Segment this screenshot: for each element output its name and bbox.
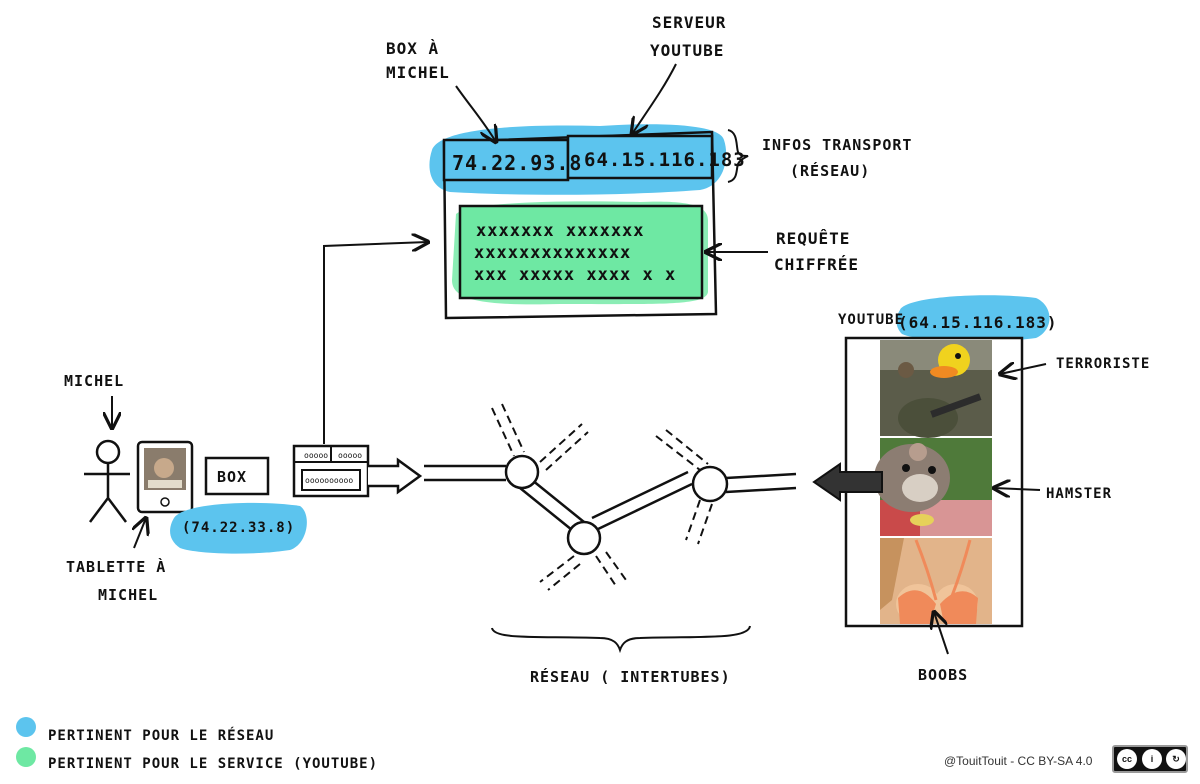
network-tube-right [725, 472, 797, 494]
network-tube-mid [591, 470, 693, 532]
michel-stick-figure [84, 439, 130, 523]
youtube-ip-highlight [896, 295, 1050, 342]
frame-label-terroriste: TERRORISTE [1056, 356, 1150, 372]
dest-ip-cell [566, 134, 714, 180]
box-device-label: BOX [217, 468, 247, 486]
svg-text:oooooooooo: oooooooooo [305, 476, 353, 485]
payload-label-line1: REQUÊTE [776, 229, 850, 248]
server-pointer-arrow [632, 63, 677, 134]
source-ip: 74.22.93.8 [452, 151, 582, 175]
network-label: RÉSEAU ( INTERTUBES) [530, 667, 731, 686]
payload-row-3: xxx xxxxx xxxx x x [474, 265, 676, 285]
outgoing-arrow [368, 457, 423, 495]
network-brace [491, 625, 751, 654]
legend-service-swatch [16, 747, 36, 767]
legend-network-swatch [16, 717, 36, 737]
youtube-title: YOUTUBE [838, 312, 904, 328]
box-label-line1: BOX À [386, 39, 439, 58]
network-tube-center [519, 479, 585, 531]
youtube-server: YOUTUBE (64.15.116.183) [812, 295, 1150, 684]
server-label-line2: YOUTUBE [650, 41, 724, 60]
payload-row-2: xxxxxxxxxxxxxx [474, 243, 631, 263]
youtube-ip: (64.15.116.183) [898, 313, 1058, 332]
box-pointer-arrow [455, 85, 496, 142]
tablet-label-line2: MICHEL [98, 586, 158, 604]
bikini-photo [880, 538, 992, 624]
cc-icon: cc [1117, 749, 1137, 769]
router-node-2 [566, 520, 602, 556]
credit-text: @TouitTouit - CC BY-SA 4.0 [944, 754, 1093, 768]
network-tube-left [424, 464, 506, 482]
box-ip: (74.22.33.8) [182, 520, 295, 536]
by-icon: i [1142, 749, 1162, 769]
legend-service-label: PERTINENT POUR LE SERVICE (YOUTUBE) [48, 756, 378, 772]
sa-icon: ↻ [1166, 749, 1186, 769]
router-node-1 [504, 454, 540, 490]
legend-network-label: PERTINENT POUR LE RÉSEAU [48, 727, 274, 744]
zoom-arrow [323, 242, 428, 444]
michel-label: MICHEL [64, 372, 124, 390]
transport-label-line2: (RÉSEAU) [790, 161, 870, 180]
hamster-arrow [994, 488, 1041, 490]
duck-soldier-photo [880, 340, 992, 438]
server-label-line1: SERVEUR [652, 13, 726, 32]
transport-label-line1: INFOS TRANSPORT [762, 136, 912, 154]
box-label-line2: MICHEL [386, 63, 450, 82]
router-node-3 [691, 465, 729, 503]
transport-brace [727, 129, 749, 183]
payload-row-1: xxxxxxx xxxxxxx [476, 221, 645, 241]
legend: PERTINENT POUR LE RÉSEAU PERTINENT POUR … [16, 717, 378, 772]
packet-diagram: 74.22.93.8 64.15.116.183 xxxxxxx xxxxxxx… [386, 13, 912, 320]
dest-ip: 64.15.116.183 [584, 149, 746, 171]
svg-text:ooooo: ooooo [304, 451, 328, 460]
payload-box [458, 204, 704, 300]
payload-label-line2: CHIFFRÉE [774, 255, 859, 274]
frame-label-boobs: BOOBS [918, 666, 968, 684]
client-side: MICHEL TABLETTE À MICHEL BOX (74.22.33.8… [64, 242, 428, 604]
tablet-arrow [134, 518, 146, 549]
terroriste-arrow [1000, 364, 1047, 374]
network-diagram [424, 403, 797, 654]
tablet-icon [136, 440, 194, 514]
small-packet-icon: ooooo ooooo oooooooooo [292, 444, 370, 498]
box-device [204, 456, 270, 496]
box-ip-highlight [170, 502, 307, 554]
youtube-response-arrow [812, 462, 883, 502]
frame-label-hamster: HAMSTER [1046, 486, 1112, 502]
hamster-photo [874, 438, 992, 536]
boobs-arrow [934, 612, 949, 655]
svg-text:ooooo: ooooo [338, 451, 362, 460]
tablet-label-line1: TABLETTE À [66, 557, 166, 576]
cc-license-badge[interactable]: cc i ↻ [1112, 745, 1188, 773]
